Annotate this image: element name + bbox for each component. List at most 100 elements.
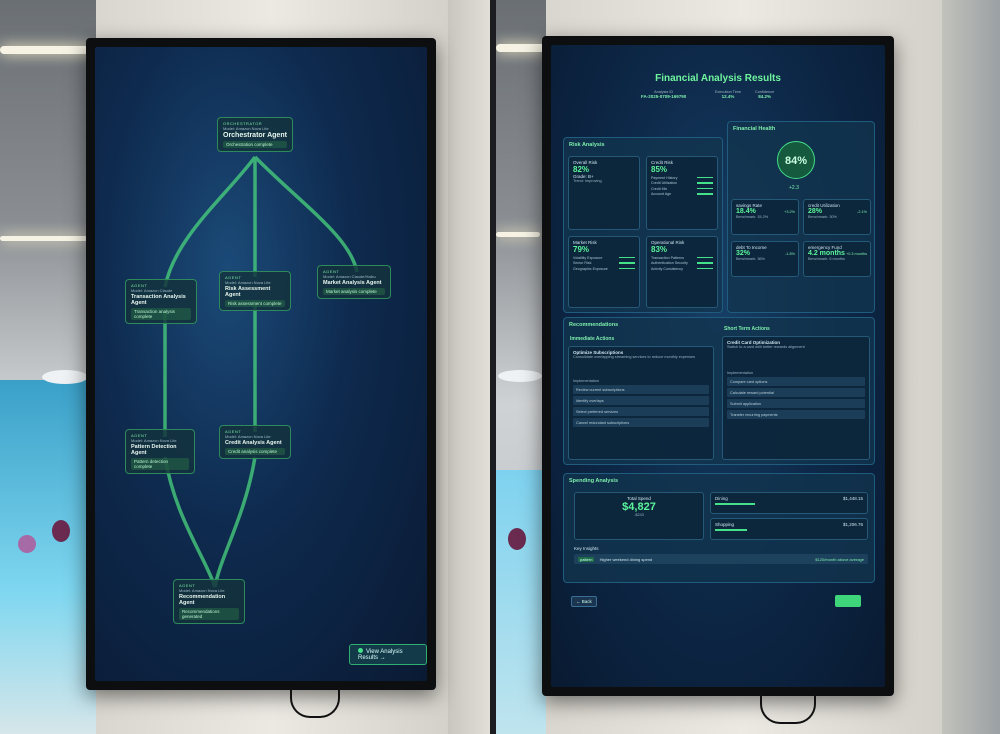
node-status: Risk assessment complete	[225, 300, 285, 307]
ceiling-light	[0, 236, 88, 241]
card-delta: -2.1%	[857, 210, 867, 214]
factor-label: Credit Mix	[651, 186, 668, 191]
factor-label: Transaction Patterns	[651, 255, 685, 260]
node-tag: AGENT	[131, 283, 148, 288]
risk-factor-row: Credit Utilization	[651, 181, 713, 185]
node-tag: AGENT	[179, 583, 196, 588]
ceiling-light	[0, 46, 95, 54]
risk-factor-row: Credit Mix	[651, 187, 713, 191]
node-status: Market analysis complete	[323, 288, 385, 295]
pattern-detection-agent-node[interactable]: AGENT Model: Amazon Nova Lite Pattern De…	[125, 429, 195, 474]
debt-to-income-card[interactable]: debt To Income 32% Benchmark: 36% -1.8%	[731, 241, 799, 277]
meta-value: 84.2%	[758, 94, 771, 99]
transaction-analysis-agent-node[interactable]: AGENT Model: Amazon Claude Transaction A…	[125, 279, 197, 324]
total-spend-value: $4,827	[622, 501, 656, 513]
ceiling-light	[496, 44, 546, 52]
overall-risk-card[interactable]: Overall Risk 82% Grade: B+ Trend: Improv…	[568, 156, 640, 230]
short-term-actions-heading: Short Term Actions	[724, 326, 770, 332]
list-item: Select preferred services	[573, 407, 709, 416]
emergency-fund-card[interactable]: emergency Fund 4.2 months Benchmark: 6 m…	[803, 241, 871, 277]
node-title: Market Analysis Agent	[323, 280, 382, 286]
financial-results-screen: Financial Analysis Results Analysis ID F…	[551, 45, 885, 687]
lamp-decor	[498, 370, 542, 382]
savings-rate-card[interactable]: savings Rate 18.4% Benchmark: 15.2% +3.2…	[731, 199, 799, 235]
immediate-actions-heading: Immediate Actions	[570, 336, 615, 342]
shopping-category-card[interactable]: Shopping $1,206.76	[710, 518, 868, 540]
risk-factor-row: Activity Consistency	[651, 267, 713, 271]
tree-decor	[18, 535, 36, 553]
ceiling-light	[496, 232, 540, 237]
card-delta: +0.3 months	[845, 252, 867, 256]
total-spend-card[interactable]: Total Spend $4,827 -$243	[574, 492, 704, 540]
dining-category-card[interactable]: Dining $1,448.15	[710, 492, 868, 514]
card-value: 32%	[736, 250, 751, 257]
factor-bar	[697, 182, 713, 184]
credit-risk-card[interactable]: Credit Risk 85% Payment History Credit U…	[646, 156, 718, 230]
arrow-left-icon: ←	[576, 599, 581, 604]
next-button[interactable]	[835, 595, 861, 607]
card-value: 28%	[808, 208, 823, 215]
tree-decor	[508, 528, 526, 550]
action-title: Optimize Subscriptions	[573, 350, 624, 355]
node-model: Model: Amazon Nova Lite	[225, 434, 271, 439]
category-amount: $1,206.76	[842, 522, 863, 527]
immediate-action-card[interactable]: Optimize Subscriptions Consolidate overl…	[568, 346, 714, 460]
analysis-id: Analysis ID FA-2025-0709-169790	[641, 90, 686, 99]
node-model: Model: Amazon Nova Lite	[179, 588, 225, 593]
card-label: debt To Income	[736, 245, 767, 250]
list-item: Transfer recurring payments	[727, 410, 865, 419]
card-label: Overall Risk	[573, 160, 598, 165]
arrow-right-icon: →	[379, 655, 386, 661]
risk-factor-row: Payment History	[651, 176, 713, 180]
implementation-label: Implementation	[727, 371, 753, 375]
panel-heading: Spending Analysis	[569, 478, 619, 484]
node-tag: AGENT	[131, 433, 148, 438]
back-button[interactable]: ← Back	[571, 596, 597, 607]
market-analysis-agent-node[interactable]: AGENT Model: Amazon Claude/Haiku Market …	[317, 265, 391, 299]
results-title: Financial Analysis Results	[655, 73, 781, 84]
action-title: Credit Card Optimization	[727, 340, 781, 345]
insight-text: Higher weekend dining spend	[599, 557, 653, 562]
node-status: Transaction analysis complete	[131, 308, 191, 320]
total-spend-label: Total Spend	[627, 496, 651, 501]
node-status: Orchestration complete	[223, 141, 287, 148]
risk-trend: Trend: Improving	[573, 179, 602, 183]
node-model: Model: Amazon Nova Lite	[131, 438, 177, 443]
factor-bar	[697, 267, 713, 270]
orchestrator-agent-node[interactable]: ORCHESTRATOR Model: Amazon Nova Lite Orc…	[217, 117, 293, 152]
factor-bar	[619, 256, 635, 259]
card-value: 85%	[651, 165, 668, 174]
node-tag: AGENT	[225, 429, 242, 434]
connector-line	[253, 155, 359, 273]
execution-time: Execution Time 12.4%	[715, 90, 741, 99]
factor-label: Sector Risk	[573, 261, 592, 265]
card-label: Operational Risk	[651, 240, 685, 245]
market-risk-card[interactable]: Market Risk 79% Volatility Exposure Sect…	[568, 236, 640, 308]
implementation-label: Implementation	[573, 379, 599, 383]
recommendation-agent-node[interactable]: AGENT Model: Amazon Nova Lite Recommenda…	[173, 579, 245, 624]
risk-assessment-agent-node[interactable]: AGENT Model: Amazon Nova Lite Risk Asses…	[219, 271, 291, 311]
credit-analysis-agent-node[interactable]: AGENT Model: Amazon Nova Lite Credit Ana…	[219, 425, 291, 459]
wall-edge	[942, 0, 1000, 734]
risk-analysis-panel: Risk Analysis Overall Risk 82% Grade: B+…	[563, 137, 723, 313]
lamp-decor	[42, 370, 88, 384]
risk-factor-row: Transaction Patterns	[651, 256, 713, 260]
credit-utilization-card[interactable]: credit Utilization 28% Benchmark: 30% -2…	[803, 199, 871, 235]
factor-label: Geographic Exposure	[573, 266, 608, 271]
node-model: Model: Amazon Nova Lite	[223, 126, 269, 131]
list-item: Compare card options	[727, 377, 865, 386]
short-term-action-card[interactable]: Credit Card Optimization Switch to a car…	[722, 336, 870, 460]
power-cable	[760, 694, 816, 724]
node-title: Orchestrator Agent	[223, 132, 287, 139]
card-value: 79%	[573, 245, 590, 254]
node-model: Model: Amazon Nova Lite	[225, 280, 271, 285]
meta-value: FA-2025-0709-169790	[641, 94, 687, 99]
power-cable	[290, 688, 340, 718]
node-model: Model: Amazon Claude/Haiku	[323, 274, 376, 279]
view-analysis-results-button[interactable]: View Analysis Results →	[349, 644, 427, 665]
operational-risk-card[interactable]: Operational Risk 83% Transaction Pattern…	[646, 236, 718, 308]
left-monitor: ORCHESTRATOR Model: Amazon Nova Lite Orc…	[86, 38, 436, 690]
meta-label: Analysis ID	[654, 90, 674, 94]
node-model: Model: Amazon Claude	[131, 288, 173, 293]
factor-bar	[697, 262, 713, 264]
